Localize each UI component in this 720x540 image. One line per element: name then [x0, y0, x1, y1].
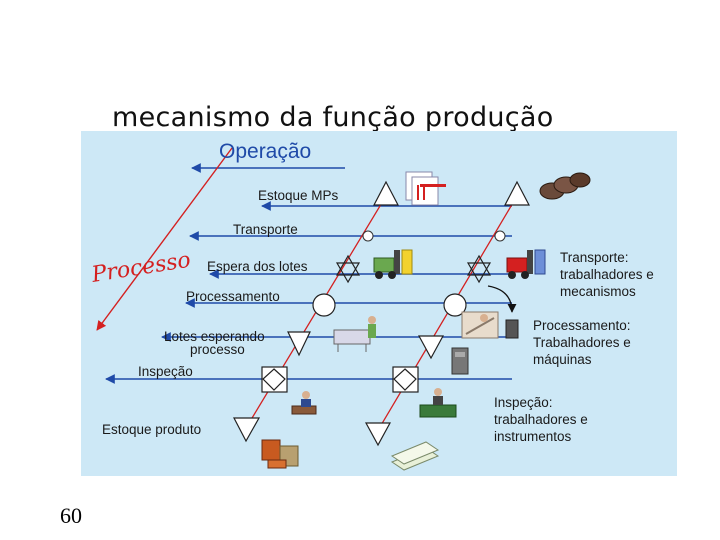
inspecao-label: Inspeção [138, 364, 193, 379]
espera-lotes-label: Espera dos lotes [207, 259, 308, 274]
product-storage-triangle-down-icon-2 [364, 422, 392, 447]
estoque-produto-label: Estoque produto [102, 422, 201, 437]
machine-worker-icon [461, 311, 499, 339]
lot-wait-triangle-down-icon [287, 331, 311, 357]
lotes-esperando-label-2: processo [190, 342, 245, 357]
product-storage-triangle-down-icon [233, 417, 261, 443]
diagonal-markers [362, 230, 506, 242]
wait-star-icon [335, 254, 361, 284]
transp-mec-label-3: mecanismos [560, 284, 636, 299]
stack-icon [390, 441, 440, 471]
insp-trab-label-1: Inspeção: [494, 395, 553, 410]
forklift-red-icon [506, 249, 546, 279]
slide-title: mecanismo da função produção [112, 102, 554, 133]
wait-star-icon-2 [466, 254, 492, 284]
process-circle-icon [312, 293, 336, 317]
transporte-label: Transporte [233, 222, 298, 237]
coils-icon [539, 172, 591, 200]
right-chain-symbols [364, 180, 530, 447]
boxes-icon [261, 439, 299, 469]
workbench-worker-icon [333, 316, 376, 352]
insp-trab-label-2: trabalhadores e [494, 412, 588, 427]
proc-trab-label-3: máquinas [533, 352, 592, 367]
insp-trab-label-3: instrumentos [494, 429, 572, 444]
lot-wait-triangle-down-icon-2 [417, 335, 445, 360]
estoque-mps-label: Estoque MPs [258, 188, 339, 203]
cabinet-icon [451, 319, 519, 375]
left-chain-symbols [233, 180, 399, 443]
desk-worker-icon [291, 391, 317, 415]
storage-triangle-up-icon-2 [504, 180, 530, 206]
slide-number: 60 [60, 503, 82, 528]
curved-arrow [487, 285, 517, 313]
process-line-right [376, 195, 518, 433]
transp-mec-label-1: Transporte: [560, 250, 629, 265]
lotes-esperando-label-1: Lotes esperando [164, 329, 265, 344]
forklift-icon [373, 249, 413, 279]
inspector-desk-icon [419, 388, 457, 418]
proc-trab-label-2: Trabalhadores e [533, 335, 631, 350]
documents-icon [405, 171, 446, 206]
storage-triangle-up-icon [373, 180, 399, 206]
inspection-diamond-icon-2 [392, 366, 419, 393]
processamento-label: Processamento [186, 289, 280, 304]
inspection-diamond-icon [261, 366, 288, 393]
process-circle-icon-2 [443, 293, 467, 317]
processo-arrow [96, 147, 233, 331]
proc-trab-label-1: Processamento: [533, 318, 631, 333]
transp-mec-label-2: trabalhadores e [560, 267, 654, 282]
operacao-label: Operação [219, 140, 311, 163]
